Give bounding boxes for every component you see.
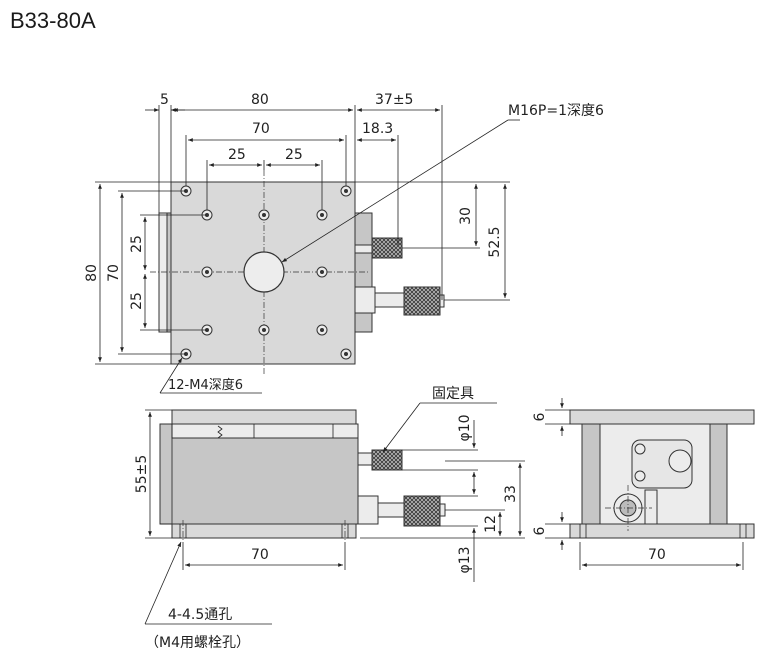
callout-mount-holes: 12-M4深度6 <box>168 377 243 393</box>
dim-phi10: φ10 <box>457 414 473 441</box>
dim-80-top: 80 <box>251 92 269 108</box>
dim-52-5: 52.5 <box>487 226 503 257</box>
dim-33: 33 <box>503 485 519 503</box>
dim-25-b: 25 <box>285 147 303 163</box>
dim-30: 30 <box>458 207 474 225</box>
dim-phi13: φ13 <box>457 546 473 573</box>
side-view: 6 6 70 <box>532 398 755 570</box>
callout-through-holes: 4-4.5通孔 <box>168 607 232 623</box>
dim-37: 37±5 <box>375 92 413 108</box>
dim-70-side: 70 <box>648 547 666 563</box>
callout-center-hole: M16P=1深度6 <box>508 103 604 119</box>
dim-55: 55±5 <box>134 455 150 493</box>
side-top-plate <box>569 409 755 425</box>
dim-25-left-b: 25 <box>129 292 145 310</box>
front-view: 55±5 φ10 33 12 φ13 70 固定具 4-4.5通孔 <box>134 386 525 651</box>
dim-25-left-a: 25 <box>129 235 145 253</box>
dim-18-3: 18.3 <box>362 121 393 137</box>
front-body <box>159 423 359 525</box>
dim-6-bottom: 6 <box>532 526 548 535</box>
drawing-title: B33-80A <box>10 8 96 33</box>
top-view: 5 80 37±5 70 18.3 25 25 80 70 25 25 <box>84 92 604 394</box>
callout-through-holes-note: （M4用螺栓孔） <box>145 635 250 651</box>
dim-70-bottom: 70 <box>251 547 269 563</box>
lock-knob <box>371 237 403 259</box>
dim-6-top: 6 <box>532 412 548 421</box>
callout-lock: 固定具 <box>432 386 474 402</box>
front-top-plate <box>171 409 357 425</box>
dim-70-top: 70 <box>252 121 270 137</box>
micrometer-knob <box>403 286 441 316</box>
front-base <box>171 523 357 539</box>
dim-70-left: 70 <box>106 264 122 282</box>
dim-80-left: 80 <box>84 264 100 282</box>
dim-5: 5 <box>160 92 169 108</box>
center-hole <box>243 251 285 293</box>
dim-12: 12 <box>483 515 499 533</box>
side-base <box>569 523 755 539</box>
dim-25-a: 25 <box>228 147 246 163</box>
